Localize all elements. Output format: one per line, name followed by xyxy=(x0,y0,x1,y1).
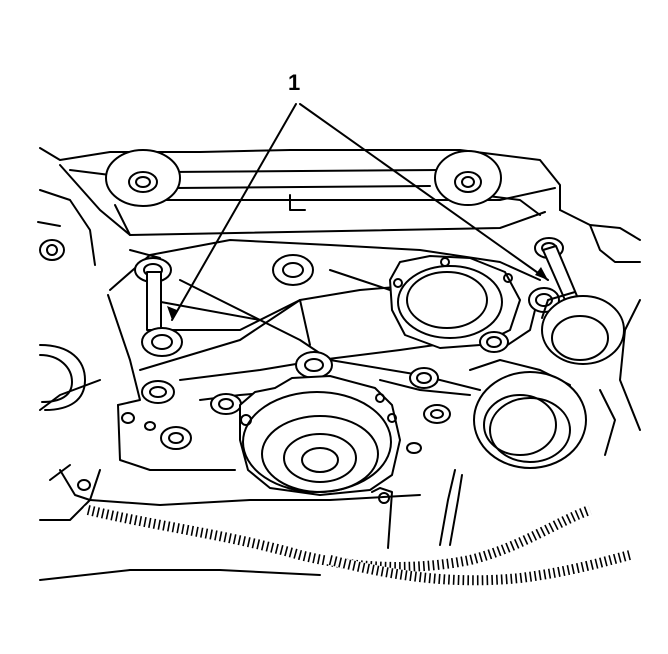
engine-block-outline xyxy=(37,147,641,521)
housing-opening xyxy=(389,255,521,349)
bolt-boss-left-lower xyxy=(141,380,175,404)
bolt-boss-right-a xyxy=(409,367,439,389)
idler-pulley-right xyxy=(434,150,502,206)
bolt-boss-left-mid xyxy=(210,393,242,415)
pump-pulley-center xyxy=(239,375,401,496)
bolt-boss-top-center xyxy=(272,254,314,286)
idler-pulley-left xyxy=(105,149,181,207)
wire-harness xyxy=(39,469,635,586)
left-lower-housing xyxy=(39,344,91,501)
bolt-left xyxy=(134,257,183,357)
callout-number-1: 1 xyxy=(288,70,301,95)
callout-leader-lines xyxy=(167,103,549,321)
bolt-boss-center xyxy=(295,351,333,379)
bolt-hole-small-a xyxy=(39,239,422,454)
bolt-right xyxy=(528,237,578,313)
bolt-boss-right-b xyxy=(479,331,509,353)
pulley-right-upper xyxy=(541,291,625,365)
pulley-right-lower xyxy=(469,359,616,469)
bolt-boss-right-c xyxy=(423,404,451,424)
bolt-boss-left-bottom xyxy=(160,426,192,450)
